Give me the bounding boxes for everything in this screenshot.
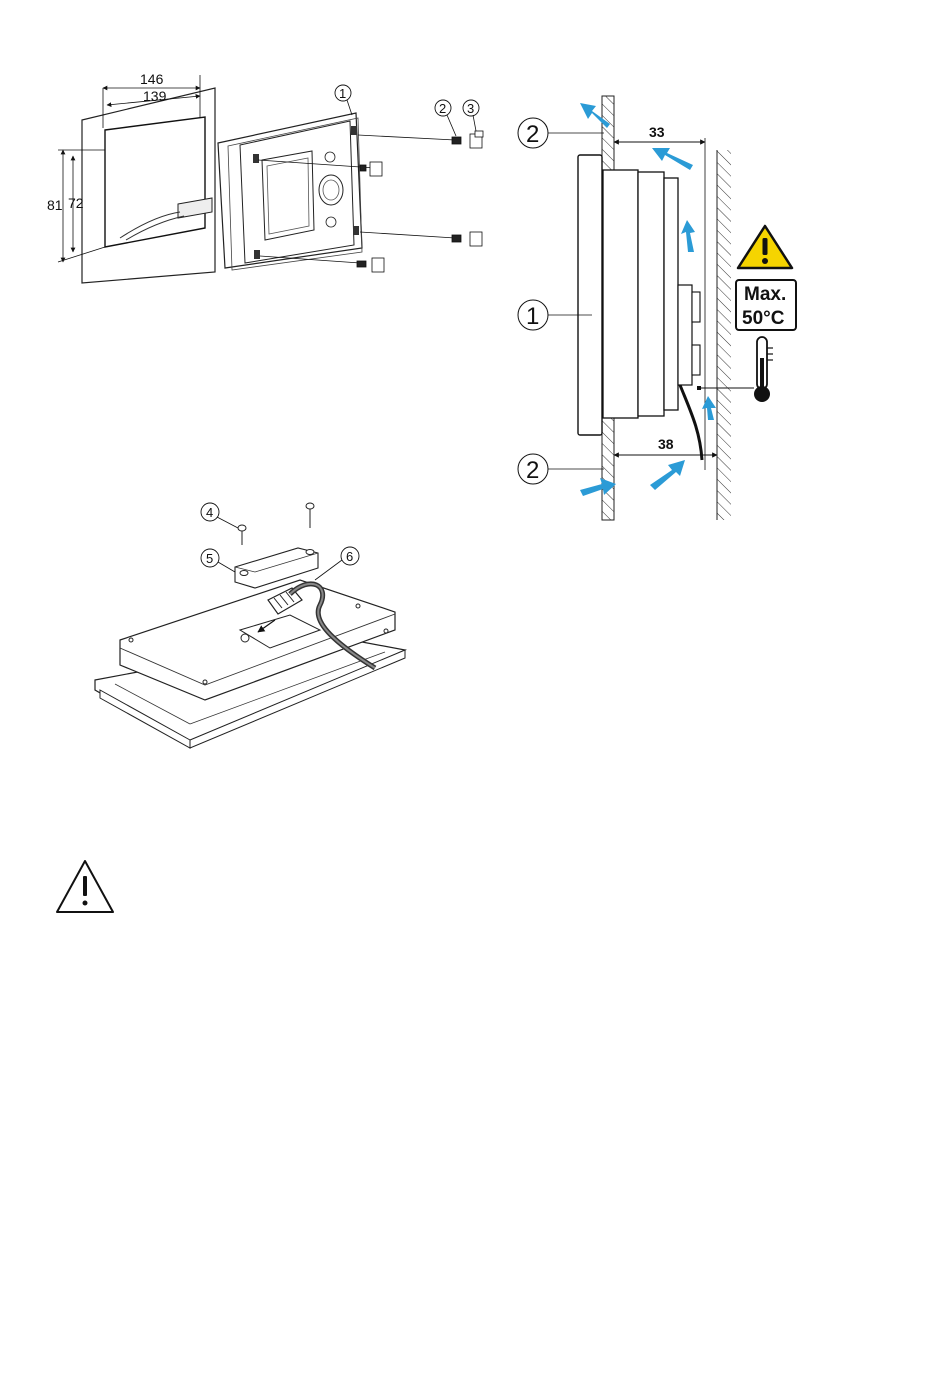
device-body	[603, 170, 638, 418]
callout-5: 5	[201, 549, 235, 572]
airflow-arrow-icon	[652, 148, 693, 170]
callout-2-top: 2	[518, 118, 604, 148]
svg-text:1: 1	[526, 303, 539, 330]
airflow-arrow-icon	[702, 396, 716, 420]
rear-wall	[717, 150, 731, 520]
airflow-arrow-icon	[681, 220, 695, 252]
rear-connector	[678, 285, 692, 385]
airflow-arrow-icon	[650, 460, 685, 490]
svg-text:3: 3	[467, 101, 474, 116]
figure-1-panel-mounting: 146 139 81 72	[47, 71, 483, 283]
svg-text:2: 2	[439, 101, 446, 116]
panel-cutout	[105, 117, 205, 247]
device-bezel	[578, 155, 602, 435]
max-label: Max.	[744, 284, 786, 305]
warning-triangle-icon	[57, 861, 113, 912]
callout-2-bottom: 2	[518, 454, 604, 484]
device-frame	[218, 113, 362, 270]
screws	[238, 503, 314, 545]
warning-triangle-yellow-icon	[738, 226, 792, 268]
dim-width-inner: 139	[143, 88, 167, 104]
max-temperature-label: Max. 50°C	[736, 280, 796, 330]
dim-height-outer: 81	[47, 197, 63, 213]
svg-text:2: 2	[526, 121, 539, 148]
cable	[680, 385, 702, 460]
svg-text:5: 5	[206, 551, 213, 566]
dim-depth-bottom: 38	[658, 436, 674, 452]
thermometer-icon	[697, 337, 773, 402]
figure-3-side-view: 33 38 2 1 2	[518, 96, 796, 520]
callout-2: 2	[435, 100, 456, 136]
dim-depth-top: 33	[649, 124, 665, 140]
dim-width-outer: 146	[140, 71, 164, 87]
callout-4: 4	[201, 503, 238, 528]
svg-text:4: 4	[206, 505, 213, 520]
svg-text:1: 1	[339, 86, 346, 101]
temperature-value: 50°C	[742, 308, 785, 329]
figure-2-connector-assembly: 4 5 6	[95, 503, 405, 748]
callout-1: 1	[335, 85, 352, 115]
svg-text:6: 6	[346, 549, 353, 564]
callout-6: 6	[315, 547, 359, 580]
callout-3: 3	[463, 100, 479, 131]
svg-text:2: 2	[526, 457, 539, 484]
dim-height-inner: 72	[68, 195, 84, 211]
